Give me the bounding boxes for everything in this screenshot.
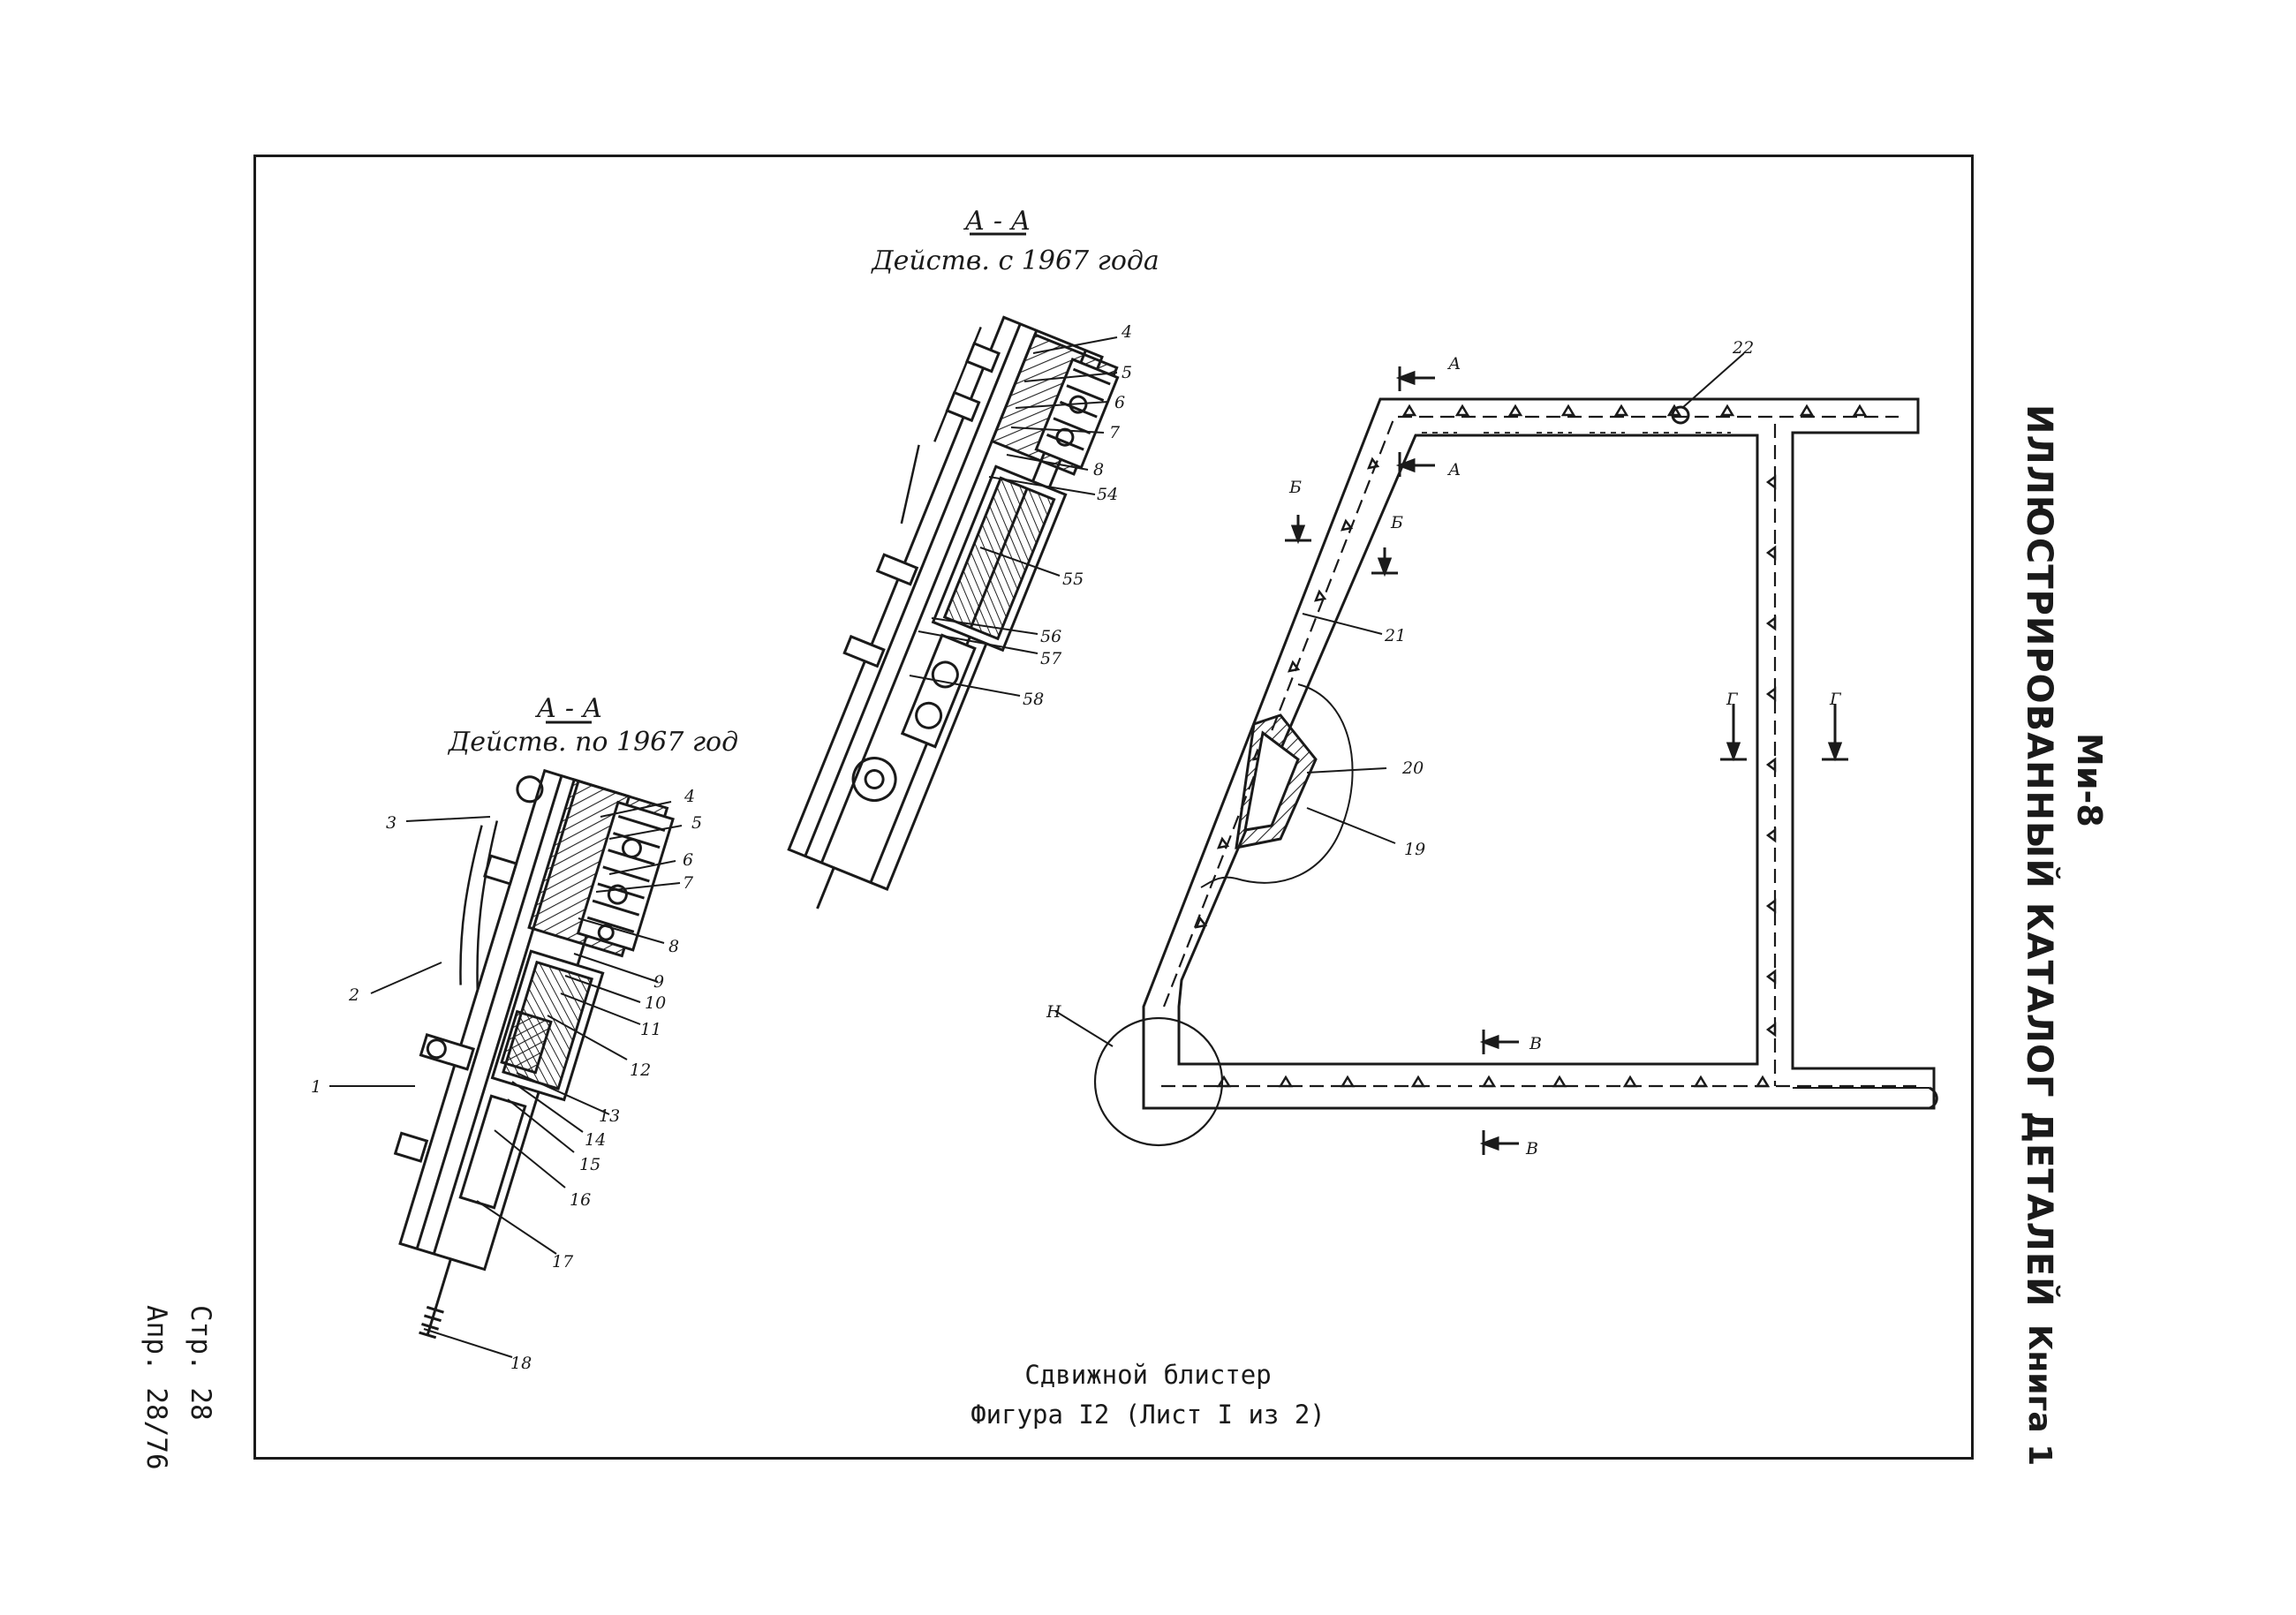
callout: 20 [1401, 758, 1424, 778]
callout: 4 [1121, 322, 1132, 342]
callout: 13 [599, 1106, 620, 1126]
leader-lines [329, 336, 1745, 1358]
revision-date: Апр. 28/76 [140, 1305, 172, 1470]
catalog-title: ИЛЛЮСТРИРОВАННЫЙ КАТАЛОГ ДЕТАЛЕЙ [2019, 404, 2059, 1308]
callout: 18 [510, 1354, 532, 1373]
cut-mark: В [1525, 1139, 1538, 1158]
section-note-after: Действ. с 1967 года [870, 245, 1159, 276]
callout: 2 [348, 985, 359, 1005]
blister-frame-view [1093, 366, 1938, 1155]
book-number: Книга 1 [2021, 1324, 2058, 1467]
figure-caption-title: Сдвижной блистер [1024, 1360, 1272, 1390]
fastener-row [1194, 404, 1868, 1088]
callout: 3 [386, 813, 397, 833]
callout: 56 [1040, 627, 1061, 646]
callout: 9 [653, 972, 664, 992]
cut-mark: Н [1046, 1002, 1061, 1022]
callout: 5 [691, 813, 702, 833]
callout: 10 [645, 993, 666, 1013]
callout: 14 [585, 1130, 606, 1150]
section-title-before: А - А [535, 693, 603, 724]
callout: 7 [683, 873, 694, 893]
callout: 11 [640, 1020, 661, 1039]
cut-mark: В [1529, 1034, 1542, 1053]
cut-mark: Б [1288, 478, 1302, 497]
callout: 12 [630, 1060, 651, 1080]
hole-22 [1671, 405, 1690, 425]
cut-mark: Г [1829, 690, 1842, 709]
callout: 6 [683, 850, 693, 870]
cut-mark: А [1446, 460, 1461, 479]
callout: 4 [684, 787, 695, 806]
callout: 21 [1384, 626, 1406, 645]
callout: 19 [1404, 840, 1425, 859]
section-note-before: Действ. по 1967 год [447, 727, 738, 758]
callout: 8 [1093, 460, 1104, 479]
callout: 17 [552, 1252, 574, 1272]
figure-caption-number: Фигура I2 (Лист I из 2) [971, 1400, 1325, 1430]
callout: 54 [1097, 485, 1118, 504]
section-title-after: А - А [963, 206, 1031, 237]
callout: 6 [1114, 393, 1125, 412]
page-number: Стр. 28 [185, 1305, 216, 1421]
drawing-frame [253, 155, 1974, 1460]
callout: 58 [1023, 690, 1044, 709]
detail-circle-H [1093, 1016, 1224, 1147]
section-before-1967 [393, 721, 675, 1340]
section-after-1967 [787, 232, 1120, 909]
callout: 16 [570, 1190, 591, 1210]
cut-mark: Б [1390, 513, 1403, 532]
callout: 1 [311, 1077, 321, 1097]
cut-mark: А [1446, 354, 1461, 374]
callout: 15 [579, 1155, 600, 1174]
callout: 57 [1040, 649, 1062, 668]
aircraft-model: Ми-8 [2070, 733, 2109, 827]
cut-mark: Г [1726, 690, 1739, 709]
callout: 8 [668, 937, 679, 956]
callout: 22 [1732, 338, 1754, 358]
callout: 7 [1109, 423, 1121, 442]
callout: 5 [1122, 363, 1132, 382]
callout: 55 [1062, 570, 1084, 589]
